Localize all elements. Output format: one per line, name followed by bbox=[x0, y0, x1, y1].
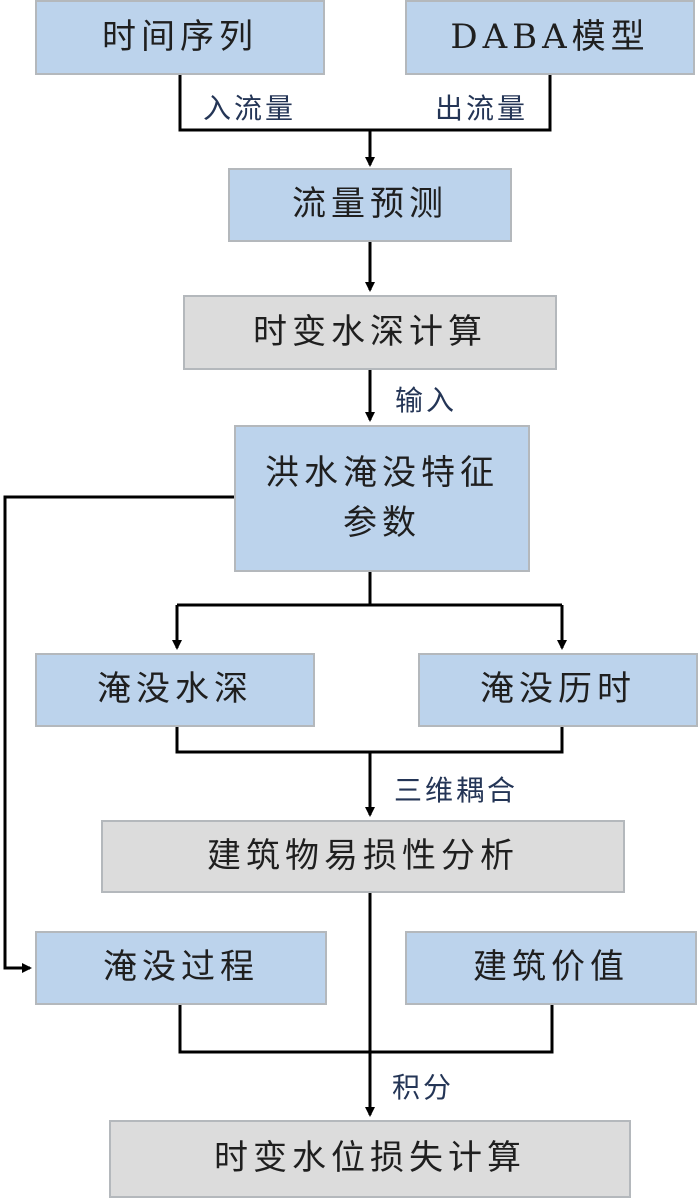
node-building-value: 建筑价值 bbox=[405, 931, 697, 1005]
node-depth-calc: 时变水深计算 bbox=[183, 295, 557, 370]
node-flow-forecast: 流量预测 bbox=[228, 168, 512, 242]
node-vulnerability: 建筑物易损性分析 bbox=[101, 820, 625, 893]
bypass-line-left bbox=[3, 495, 235, 973]
merge-line-top bbox=[178, 75, 552, 132]
label-input: 输入 bbox=[395, 384, 458, 417]
node-flood-params-line2: 参数 bbox=[343, 502, 421, 543]
node-time-series-text: 时间序列 bbox=[102, 16, 258, 57]
node-inundation-process-text: 淹没过程 bbox=[103, 947, 259, 988]
node-flood-params: 洪水淹没特征 参数 bbox=[234, 425, 530, 572]
node-loss-calc: 时变水位损失计算 bbox=[109, 1120, 631, 1198]
node-depth-calc-text: 时变水深计算 bbox=[253, 311, 487, 352]
node-daba-model-text: DABA模型 bbox=[450, 16, 650, 57]
label-coupling: 三维耦合 bbox=[394, 774, 519, 807]
label-integral: 积分 bbox=[392, 1071, 455, 1104]
node-building-value-text: 建筑价值 bbox=[473, 947, 629, 988]
node-flood-params-line1: 洪水淹没特征 bbox=[265, 453, 499, 494]
merge-line-middle bbox=[175, 727, 564, 754]
node-vulnerability-text: 建筑物易损性分析 bbox=[207, 835, 519, 876]
label-outflow: 出流量 bbox=[435, 92, 529, 125]
node-inundation-process: 淹没过程 bbox=[35, 931, 327, 1005]
node-inundation-depth-text: 淹没水深 bbox=[97, 669, 253, 710]
node-inundation-depth: 淹没水深 bbox=[35, 653, 315, 727]
label-inflow: 入流量 bbox=[203, 92, 297, 125]
node-inundation-duration: 淹没历时 bbox=[418, 653, 698, 727]
node-inundation-duration-text: 淹没历时 bbox=[480, 669, 636, 710]
node-loss-calc-text: 时变水位损失计算 bbox=[214, 1138, 526, 1179]
node-flow-forecast-text: 流量预测 bbox=[292, 184, 448, 225]
merge-line-bottom bbox=[178, 1005, 554, 1054]
node-time-series: 时间序列 bbox=[35, 0, 325, 75]
node-daba-model: DABA模型 bbox=[405, 0, 695, 75]
